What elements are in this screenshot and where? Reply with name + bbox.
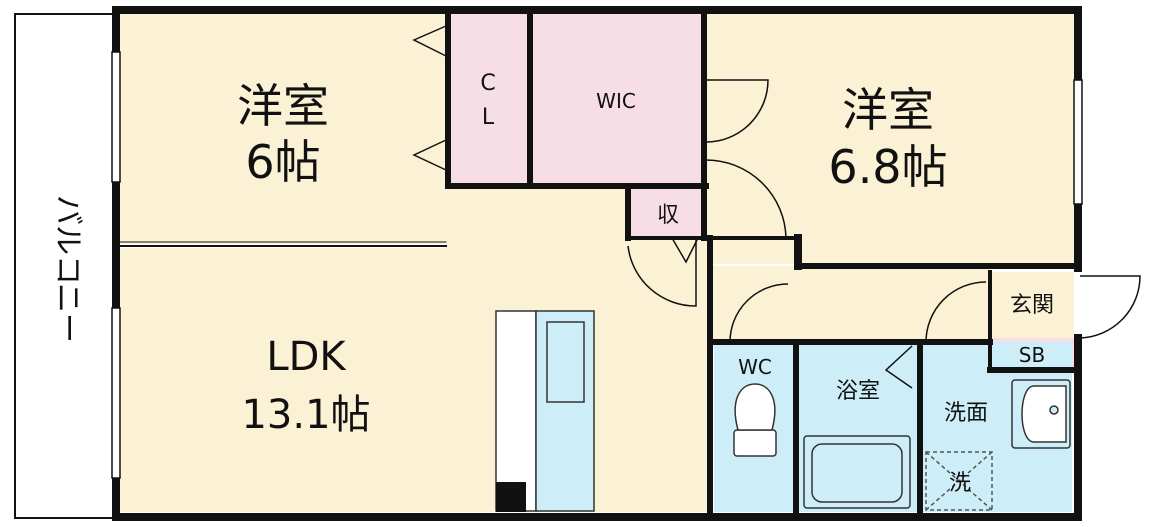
entrance-floor [990, 272, 1074, 338]
storage-floor [628, 188, 706, 236]
western-room-1-size: 6帖 [245, 135, 320, 189]
kitchen-counter [495, 310, 537, 512]
svg-text:ニ: ニ [50, 283, 85, 313]
windows [111, 51, 1083, 479]
walk-in-closet-label: WIC [596, 89, 636, 113]
toilet-icon [733, 383, 777, 457]
washroom-label: 洗面 [944, 401, 988, 426]
western-room-2-floor [706, 12, 1074, 264]
washbasin-icon [1011, 379, 1071, 449]
svg-text:ー: ー [50, 313, 85, 343]
walk-in-closet-floor [532, 12, 702, 184]
washer-label: 洗 [949, 471, 971, 496]
bath-label: 浴室 [836, 379, 880, 404]
kitchen-pillar [496, 482, 526, 512]
wc-label: WC [738, 355, 772, 379]
western-room-2-name: 洋室 [842, 83, 934, 137]
balcony-label: バ ル コ ニ ー [50, 195, 85, 343]
washer-pan [925, 451, 993, 511]
closet-label-c: C [480, 71, 495, 96]
closet-label-l: L [482, 105, 495, 130]
bathtub-icon [803, 435, 911, 509]
kitchen-sink [546, 321, 585, 403]
storage-label: 収 [657, 203, 679, 228]
svg-text:ル: ル [50, 225, 85, 255]
western-room-2-size: 6.8帖 [828, 140, 947, 194]
closet-cl-floor [446, 12, 528, 184]
western-room-1-floor [120, 12, 446, 244]
shoebox-label: SB [1019, 343, 1045, 367]
western-room-1-name: 洋室 [237, 79, 329, 133]
svg-text:コ: コ [50, 255, 85, 285]
ldk-size: 13.1帖 [241, 392, 370, 438]
entrance-label: 玄関 [1010, 293, 1054, 318]
balcony-area [14, 13, 116, 519]
hallway-floor [710, 266, 990, 342]
svg-text:バ: バ [50, 195, 85, 225]
doors [412, 25, 1141, 389]
ldk-name: LDK [266, 334, 347, 380]
